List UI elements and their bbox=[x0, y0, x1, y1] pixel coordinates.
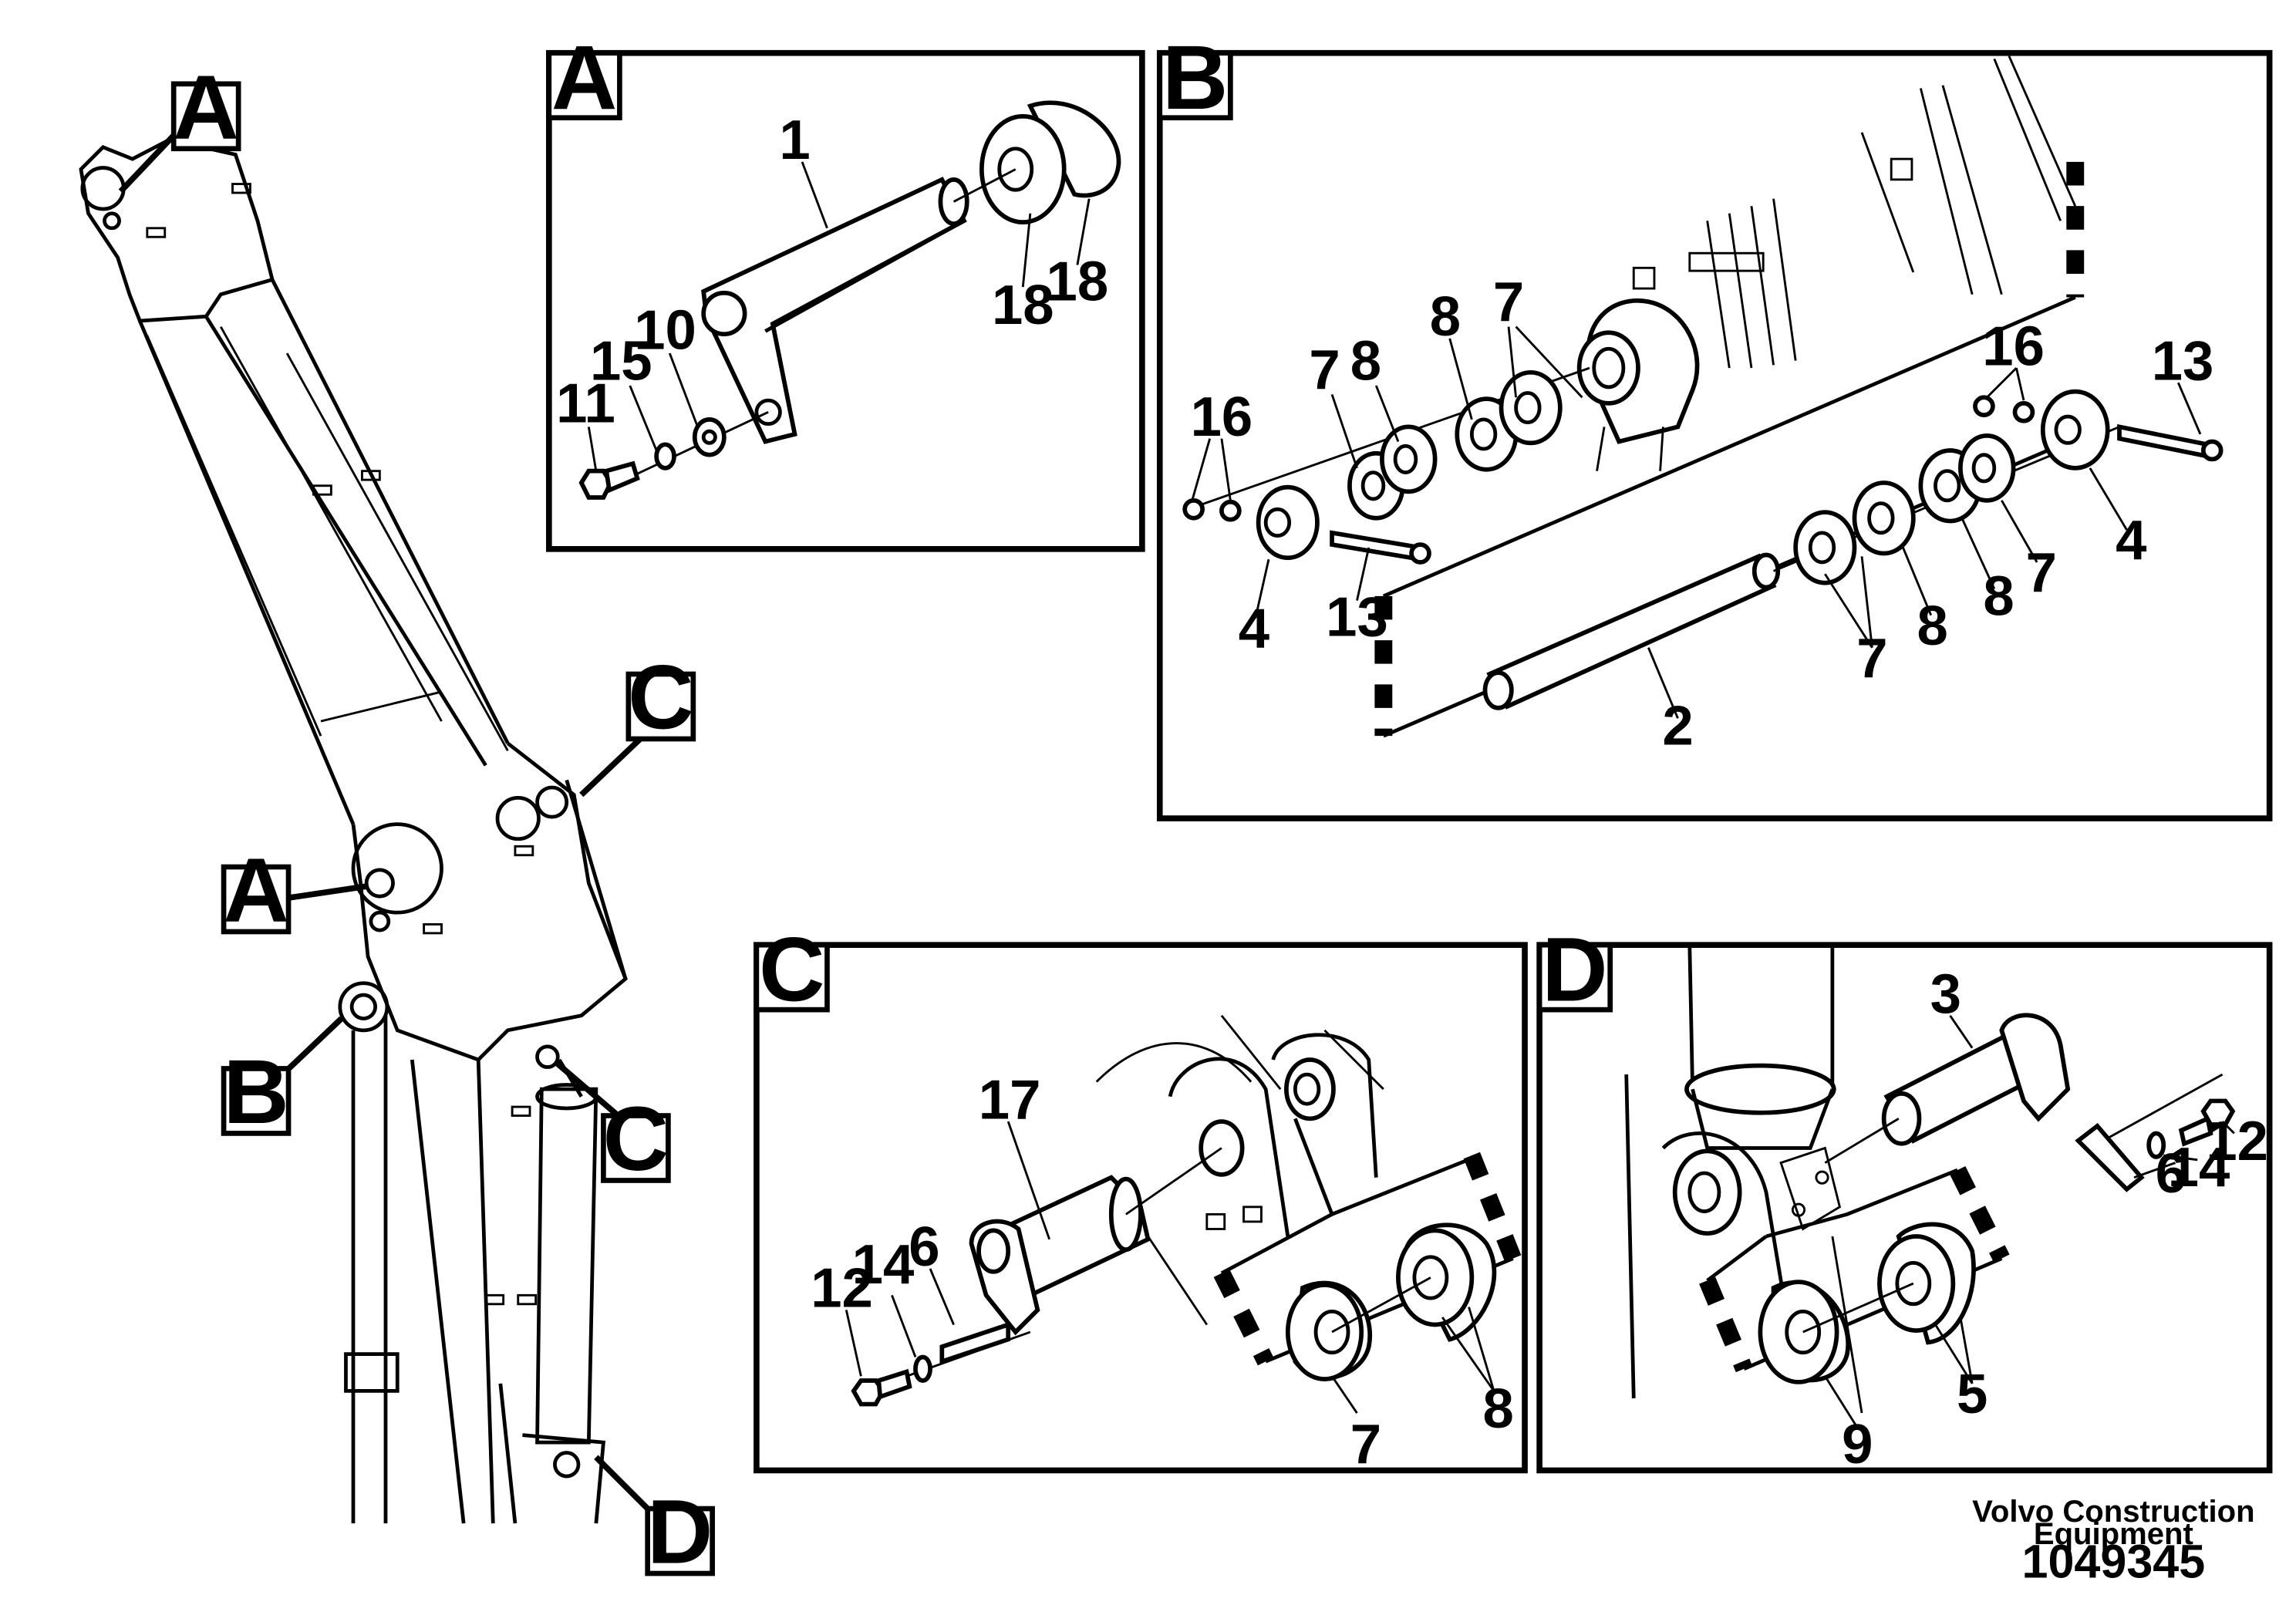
part-label: 2 bbox=[1662, 695, 1693, 757]
part-label: 8 bbox=[1483, 1378, 1514, 1440]
svg-text:D: D bbox=[1542, 919, 1607, 1021]
part-label: 7 bbox=[1350, 1413, 1381, 1475]
svg-text:C: C bbox=[759, 919, 824, 1021]
part-label: 13 bbox=[2152, 329, 2214, 392]
part-label: 18 bbox=[992, 274, 1054, 336]
svg-text:C: C bbox=[628, 647, 693, 749]
part-label: 14 bbox=[2168, 1136, 2230, 1199]
part-label: 6 bbox=[909, 1216, 939, 1278]
svg-text:C: C bbox=[603, 1088, 669, 1190]
boom-overview bbox=[79, 137, 628, 1524]
callout-tag-a-top: A bbox=[170, 56, 241, 158]
part-label: 4 bbox=[2116, 509, 2146, 572]
part-label: 8 bbox=[1430, 285, 1461, 348]
part-label: 12 bbox=[2206, 1110, 2268, 1172]
callout-tag-c-mid: C bbox=[601, 1088, 671, 1190]
part-label: 11 bbox=[556, 373, 615, 435]
callout-tag-d: D bbox=[645, 1482, 715, 1583]
part-label: 3 bbox=[1930, 963, 1961, 1025]
part-label: 7 bbox=[2026, 541, 2057, 604]
part-label: 7 bbox=[1493, 271, 1524, 333]
callout-tag-c-top: C bbox=[625, 647, 696, 749]
brand-line-2: Equipment bbox=[2034, 1517, 2193, 1551]
svg-text:A: A bbox=[173, 56, 238, 158]
part-label: 13 bbox=[1326, 585, 1388, 648]
svg-text:B: B bbox=[223, 1041, 288, 1143]
panel-c: C bbox=[754, 919, 1528, 1475]
part-label: 16 bbox=[1982, 315, 2045, 377]
part-label: 4 bbox=[1239, 598, 1269, 660]
svg-text:A: A bbox=[223, 840, 288, 942]
drawing-number: 1049345 bbox=[2022, 1536, 2206, 1588]
part-label: 8 bbox=[1350, 329, 1381, 392]
callout-tag-b: B bbox=[221, 1041, 292, 1143]
callout-tag-a-mid: A bbox=[221, 840, 292, 942]
callout-leaders bbox=[118, 133, 650, 1511]
part-label: 18 bbox=[1047, 250, 1109, 312]
part-label: 5 bbox=[1957, 1363, 1988, 1425]
part-label: 17 bbox=[979, 1068, 1041, 1131]
part-label: 8 bbox=[1917, 595, 1947, 657]
part-label: 7 bbox=[1856, 627, 1887, 690]
panel-b: B bbox=[1156, 27, 2273, 821]
panel-a: A 1 18 18 10 15 11 bbox=[545, 27, 1145, 552]
part-label: 16 bbox=[1191, 386, 1253, 448]
brand-line-1: Volvo Construction bbox=[1972, 1495, 2254, 1529]
part-label: 15 bbox=[590, 329, 652, 392]
svg-text:B: B bbox=[1162, 27, 1228, 129]
panel-d: D bbox=[1536, 919, 2273, 1475]
svg-text:D: D bbox=[647, 1482, 713, 1583]
part-label: 1 bbox=[779, 109, 810, 171]
footer-brand: Volvo Construction Equipment 1049345 bbox=[1972, 1495, 2254, 1588]
svg-text:A: A bbox=[551, 27, 617, 129]
part-label: 9 bbox=[1842, 1413, 1873, 1475]
part-label: 12 bbox=[811, 1257, 873, 1320]
part-label: 8 bbox=[1983, 565, 2014, 628]
part-label: 14 bbox=[852, 1233, 915, 1296]
part-label: 10 bbox=[634, 298, 696, 361]
part-label: 6 bbox=[2156, 1142, 2186, 1205]
part-label: 7 bbox=[1309, 339, 1340, 401]
